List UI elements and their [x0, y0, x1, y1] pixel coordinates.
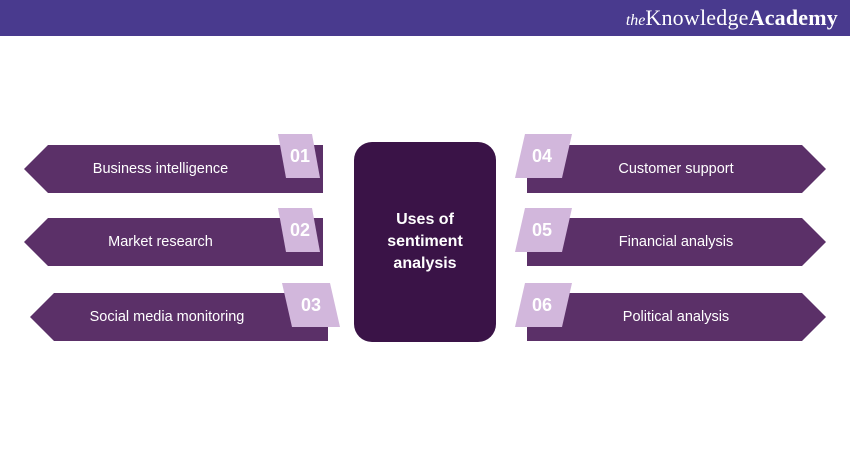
item-number-01: 01 — [289, 145, 311, 166]
arrow-shape-04 — [527, 145, 826, 193]
brand-logo: theKnowledgeAcademy — [626, 4, 838, 32]
item-label-04: Customer support — [618, 161, 734, 177]
badge-shape-02 — [278, 208, 320, 252]
badge-shape-03 — [282, 283, 340, 327]
arrow-shape-01 — [24, 145, 323, 193]
arrow-shape-06 — [527, 293, 826, 341]
item-label-02: Market research — [108, 234, 213, 250]
item-number-02: 02 — [289, 219, 311, 240]
logo-prefix: the — [625, 12, 646, 29]
badge-shape-05 — [515, 208, 572, 252]
logo-word-academy: Academy — [748, 5, 838, 30]
item-label-05: Financial analysis — [618, 234, 734, 250]
arrow-shape-02 — [24, 218, 323, 266]
item-label-06: Political analysis — [622, 309, 730, 325]
item-label-03: Social media monitoring — [89, 309, 245, 325]
center-title: Uses of sentiment analysis — [387, 211, 463, 272]
item-number-05: 05 — [531, 219, 553, 240]
item-number-03: 03 — [300, 294, 322, 315]
item-number-06: 06 — [531, 294, 553, 315]
badge-shape-01 — [278, 134, 320, 178]
logo-word-knowledge: Knowledge — [645, 5, 749, 30]
header-bar: theKnowledgeAcademy — [0, 0, 850, 36]
badge-shape-06 — [515, 283, 572, 327]
arrow-shape-03 — [30, 293, 328, 341]
badge-shape-04 — [515, 134, 572, 178]
center-node: Uses of sentiment analysis — [354, 142, 496, 342]
item-number-04: 04 — [531, 145, 553, 166]
item-label-01: Business intelligence — [92, 161, 229, 177]
arrow-shape-05 — [527, 218, 826, 266]
